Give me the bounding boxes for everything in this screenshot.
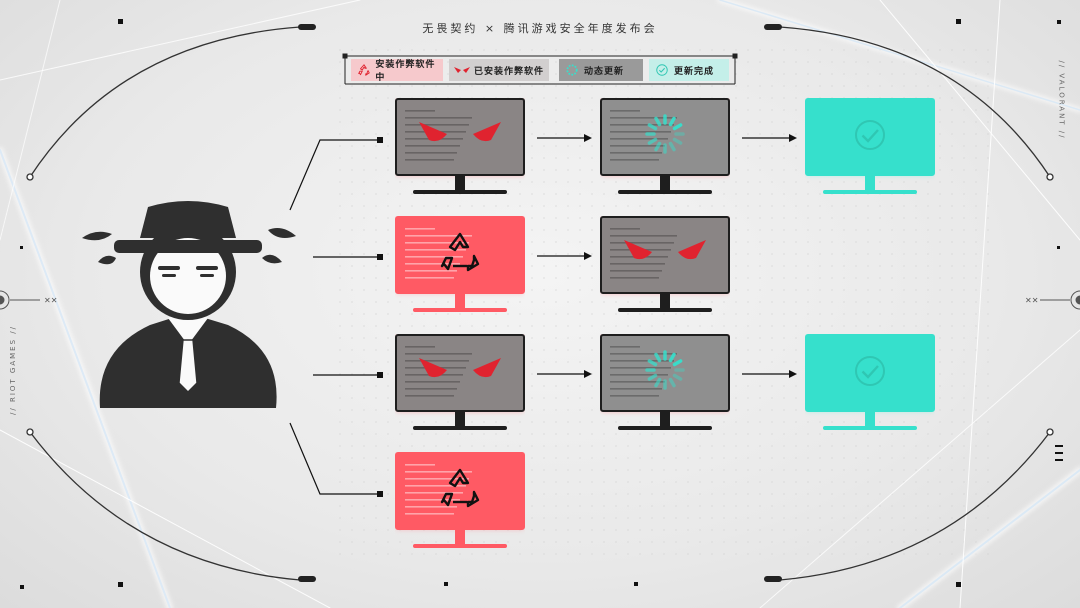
flow-arrow [742,370,797,378]
page-title: 无畏契约 × 腾讯游戏安全年度发布会 [422,22,658,35]
monitor-updating [600,98,730,216]
spinner-icon [645,350,685,390]
red-eyes-icon [419,122,501,142]
svg-text:✕✕: ✕✕ [44,296,57,305]
side-label-right: // VALORANT // [1057,60,1066,140]
monitor-screen [805,334,935,412]
red-eyes-icon [419,358,501,378]
connector-endpoints [377,137,383,497]
monitor-screen [600,334,730,412]
monitor-stand [455,530,465,546]
monitor-installing [395,216,525,334]
side-targets: ✕✕ ✕✕ [0,290,1080,310]
monitor-stand [660,294,670,310]
legend-item-installing: 安装作弊软件中 [351,59,443,83]
recycle-icon [440,232,480,272]
flow-arrow [537,370,592,378]
red-eyes-icon [624,240,706,260]
side-label-left: // RIOT GAMES // [8,325,17,415]
monitor-updating [600,334,730,452]
check-icon [653,61,671,79]
flow-arrow [742,134,797,142]
monitor-screen [395,98,525,176]
corner-markers [20,19,1063,589]
legend-item-done: 更新完成 [649,59,729,81]
spinner-icon [563,61,581,79]
monitor-stand [455,294,465,310]
monitor-stand [865,412,875,428]
flow-arrow [537,252,592,260]
monitor-stand [455,176,465,192]
monitor-stand [865,176,875,192]
check-circle-icon [855,120,885,150]
frame-caps [298,24,782,582]
flow-connectors [289,139,380,495]
monitor-screen [600,98,730,176]
legend-frame [342,53,738,85]
spinner-icon [645,114,685,154]
legend-item-installed: 已安装作弊软件 [449,59,549,81]
legend-label-updating: 动态更新 [584,66,625,77]
check-circle-icon [855,356,885,386]
legend-item-updating: 动态更新 [559,59,643,81]
red-eyes-icon [453,61,471,79]
monitor-installed [395,334,525,452]
svg-text:✕✕: ✕✕ [1025,296,1038,305]
legend-label-installing: 安装作弊软件中 [375,60,436,83]
monitor-screen [395,452,525,530]
monitor-installed [395,98,525,216]
flow-arrows [537,134,797,378]
monitor-stand [455,412,465,428]
frame-arcs [26,26,1054,581]
legend-label-installed: 已安装作弊软件 [474,66,545,77]
flow-arrow [537,134,592,142]
monitor-screen [805,98,935,176]
monitor-installing [395,452,525,570]
monitor-done [805,334,935,452]
monitor-screen [395,216,525,294]
monitor-screen [600,216,730,294]
monitor-stand [660,412,670,428]
recycle-icon [355,61,372,79]
monitor-installed [600,216,730,334]
monitor-stand [660,176,670,192]
legend-label-done: 更新完成 [674,66,715,77]
monitor-done [805,98,935,216]
legend: 安装作弊软件中 已安装作弊软件 动态更新 更新完成 [345,55,735,85]
monitor-screen [395,334,525,412]
recycle-icon [440,468,480,508]
hacker-figure-icon [82,201,296,408]
